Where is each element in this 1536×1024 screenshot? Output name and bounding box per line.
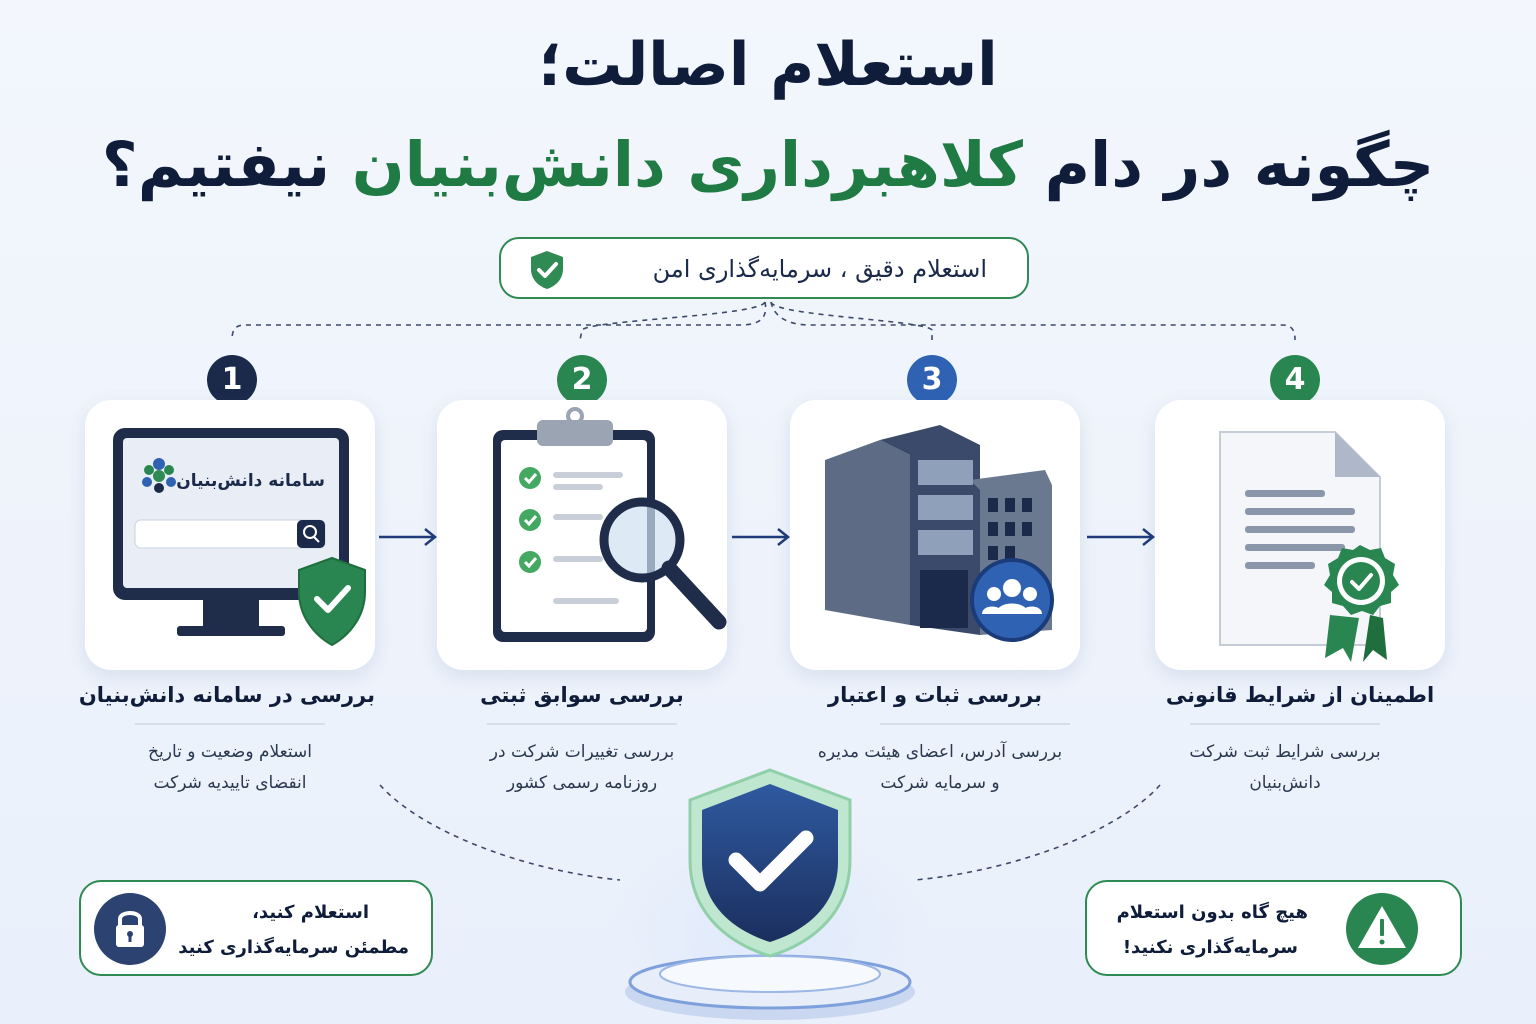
step-separator-4 [1190,723,1380,725]
step-card-1: سامانه دانش‌بنیان [85,400,375,670]
step-card-4 [1155,400,1445,670]
warning-right-line2: سرمایه‌گذاری نکنید! [1122,937,1298,958]
step-number-3: 3 [907,355,957,405]
step-number-1: 1 [207,355,257,405]
step-title-3: بررسی ثبات و اعتبار [827,683,1043,707]
document-badge-icon [1219,431,1399,662]
computer-monitor-shield-icon: سامانه دانش‌بنیان [113,428,366,647]
step-desc-4: بررسی شرایط ثبت شرکت دانش‌بنیان [1140,737,1430,799]
step-card-2 [437,400,727,670]
step-number-2: 2 [557,355,607,405]
step-desc-4-line1: بررسی شرایط ثبت شرکت [1189,742,1381,762]
office-building-icon [825,425,1054,642]
step-desc-2-line2: روزنامه رسمی کشور [506,773,658,793]
advice-bubble-left: استعلام کنید، مطمئن سرمایه‌گذاری کنید [79,880,433,976]
step-card-3 [790,400,1080,670]
arrow-step1-to-step2 [379,528,438,546]
screen-label: سامانه دانش‌بنیان [176,471,325,491]
step-desc-3-line2: و سرمایه شرکت [880,773,1000,793]
advice-left-line1: استعلام کنید، [252,902,369,923]
step-separator-3 [880,723,1070,725]
title-part1: چگونه در دام [1023,128,1435,201]
step-desc-2-line1: بررسی تغییرات شرکت در [489,742,675,762]
step-desc-3: بررسی آدرس، اعضای هیئت مدیره و سرمایه شر… [795,737,1085,799]
step-title-4: اطمینان از شرایط قانونی [1165,683,1435,707]
hero-shield-icon [610,768,930,1020]
warning-bubble-right: هیچ گاه بدون استعلام سرمایه‌گذاری نکنید! [1085,880,1462,976]
step-desc-1: استعلام وضعیت و تاریخ انقضای تاییدیه شرک… [85,737,375,799]
shield-check-icon [531,251,563,289]
step-title-1: بررسی در سامانه دانش‌بنیان [78,683,375,707]
title-highlight: کلاهبرداری دانش‌بنیان [351,128,1023,201]
advice-left-line2: مطمئن سرمایه‌گذاری کنید [178,937,409,958]
step-desc-1-line2: انقضای تاییدیه شرکت [153,773,307,793]
lock-icon [94,893,166,965]
warning-right-line1: هیچ گاه بدون استعلام [1116,902,1308,923]
step-desc-2: بررسی تغییرات شرکت در روزنامه رسمی کشور [437,737,727,799]
page-title-line2: چگونه در دام کلاهبرداری دانش‌بنیان نیفتی… [0,128,1536,201]
arrow-step3-to-step4 [1087,528,1156,546]
step-separator-1 [135,723,325,725]
step-desc-4-line2: دانش‌بنیان [1249,773,1321,793]
step-number-4: 4 [1270,355,1320,405]
step-desc-3-line1: بررسی آدرس، اعضای هیئت مدیره [817,742,1063,762]
warning-icon [1346,893,1418,965]
step-separator-2 [487,723,677,725]
step-desc-1-line1: استعلام وضعیت و تاریخ [148,742,312,762]
arrow-step2-to-step3 [732,528,791,546]
clipboard-magnifier-icon [493,407,727,642]
title-part2: نیفتیم؟ [101,128,352,201]
page-title-line1: استعلام اصالت؛ [538,30,998,100]
tagline-text: استعلام دقیق ، سرمایه‌گذاری امن [652,255,987,283]
tagline-pill: استعلام دقیق ، سرمایه‌گذاری امن [499,237,1029,299]
step-title-2: بررسی سوابق ثبتی [480,683,684,707]
